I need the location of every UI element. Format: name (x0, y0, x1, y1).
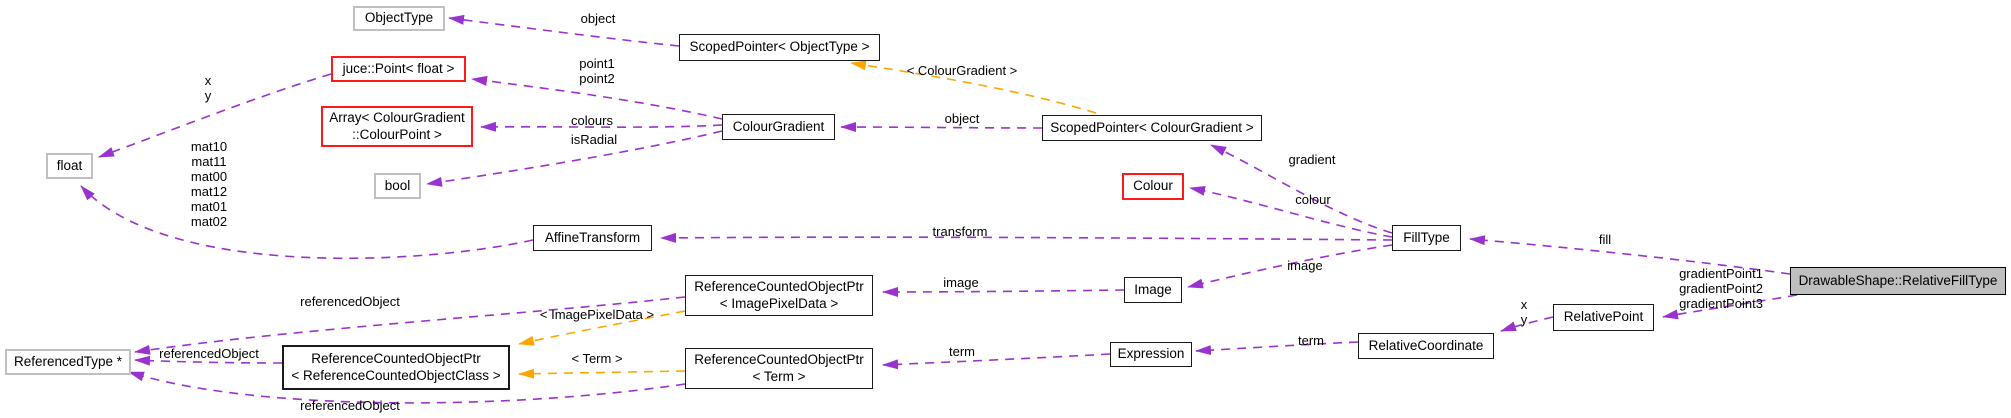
node-rcop-imagepixeldata[interactable]: ReferenceCountedObjectPtr< ImagePixelDat… (685, 275, 873, 316)
edge-label-isradial: isRadial (570, 132, 618, 147)
node-drawableshape-relativefilltype: DrawableShape::RelativeFillType (1790, 267, 2006, 295)
node-colour[interactable]: Colour (1122, 173, 1184, 200)
node-juce-point-float[interactable]: juce::Point< float > (331, 56, 466, 82)
node-rcop-referencecountedobjectclass[interactable]: ReferenceCountedObjectPtr< ReferenceCoun… (282, 345, 510, 390)
edge-rcop-term-to-referencedtype (128, 371, 686, 404)
edge-relativepoint-to-relativecoordinate (1500, 316, 1554, 332)
edge-rcop-term-to-rcop-class (518, 368, 686, 379)
edge-expression-to-rcop-term (882, 353, 1111, 370)
edge-label-referencedobject-3: referencedObject (300, 398, 400, 413)
edge-label-term-template: < Term > (571, 351, 623, 366)
node-filltype[interactable]: FillType (1392, 225, 1461, 251)
node-float: float (46, 153, 93, 179)
edge-scopedpointer-colourgradient-to-colourgradient (840, 122, 1043, 133)
edge-label-object-1: object (580, 11, 616, 26)
edge-label-object-2: object (944, 111, 980, 126)
edge-affinetransform-to-float (80, 185, 534, 260)
edge-scopedpointer-objecttype-to-objecttype (448, 14, 680, 47)
node-scopedpointer-objecttype[interactable]: ScopedPointer< ObjectType > (679, 34, 880, 61)
edge-label-term-1: term (949, 344, 975, 359)
edge-label-image-2: image (943, 275, 979, 290)
edge-label-referencedobject-1: referencedObject (300, 294, 400, 309)
edge-rcop-imagepixeldata-to-referencedtype (134, 296, 686, 355)
node-objecttype: ObjectType (353, 6, 445, 31)
edge-colourgradient-to-array (480, 121, 723, 132)
edge-label-imagepixeldata-template: < ImagePixelData > (539, 307, 655, 322)
edge-label-colour: colour (1295, 192, 1331, 207)
node-bool: bool (374, 173, 421, 199)
node-image[interactable]: Image (1124, 277, 1182, 303)
node-affinetransform[interactable]: AffineTransform (533, 225, 652, 251)
edge-rcop-class-to-referencedtype (134, 355, 283, 366)
edge-filltype-to-colour (1189, 185, 1393, 238)
node-array-colourpoint[interactable]: Array< ColourGradient::ColourPoint > (321, 106, 473, 147)
node-relativecoordinate[interactable]: RelativeCoordinate (1358, 333, 1494, 359)
edge-image-to-rcop-imagepixeldata (882, 286, 1125, 297)
node-relativepoint[interactable]: RelativePoint (1553, 304, 1654, 331)
node-rcop-term[interactable]: ReferenceCountedObjectPtr< Term > (685, 348, 873, 389)
edge-label-colourgradient-template: < ColourGradient > (906, 63, 1018, 78)
edge-filltype-to-scopedpointer-colourgradient (1210, 144, 1393, 234)
edge-label-referencedobject-2: referencedObject (159, 346, 259, 361)
edge-label-colours: colours (571, 113, 613, 128)
edge-relativecoordinate-to-expression (1195, 341, 1359, 356)
edge-label-transform: transform (932, 224, 988, 239)
edge-filltype-to-affinetransform (660, 232, 1393, 243)
edge-relativefilltype-to-relativepoint (1662, 294, 1798, 320)
edge-label-gradient: gradient (1288, 152, 1336, 167)
edge-rcop-imagepixeldata-to-rcop-class (518, 310, 686, 346)
edge-label-term-2: term (1298, 333, 1324, 348)
node-referencedtype: ReferencedType * (5, 349, 131, 375)
node-scopedpointer-colourgradient[interactable]: ScopedPointer< ColourGradient > (1042, 115, 1262, 141)
node-expression[interactable]: Expression (1110, 342, 1192, 367)
edge-filltype-to-image (1187, 244, 1393, 289)
edge-relativefilltype-to-filltype (1469, 235, 1791, 275)
edge-label-image-1: image (1287, 258, 1323, 273)
edge-label-fill: fill (1598, 232, 1612, 247)
edge-colourgradient-to-bool (426, 130, 723, 187)
node-colourgradient[interactable]: ColourGradient (722, 114, 835, 140)
